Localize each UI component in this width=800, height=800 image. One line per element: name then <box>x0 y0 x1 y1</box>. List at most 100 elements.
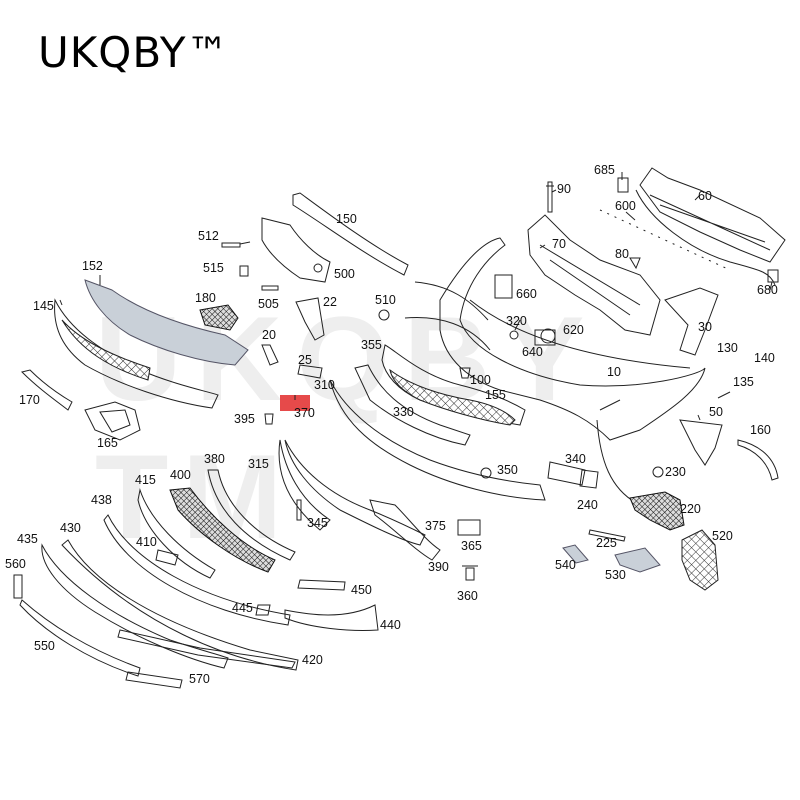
part-685-clip[interactable] <box>617 177 629 193</box>
label-620: 620 <box>563 323 584 337</box>
label-10: 10 <box>607 365 621 379</box>
part-560-clip[interactable] <box>13 574 23 599</box>
part-80-bolt[interactable] <box>629 257 641 270</box>
leader-lines <box>59 172 773 421</box>
part-680-clip[interactable] <box>767 269 779 283</box>
part-340-bracket[interactable] <box>547 461 586 486</box>
part-570-strip[interactable] <box>125 671 183 689</box>
part-240-bracket[interactable] <box>579 469 599 489</box>
part-500-plate-holder[interactable] <box>261 217 331 283</box>
part-230-clip[interactable] <box>652 466 664 478</box>
part-438-strip[interactable] <box>103 514 291 626</box>
label-510: 510 <box>375 293 396 307</box>
part-410-clip[interactable] <box>155 549 179 566</box>
label-310: 310 <box>314 378 335 392</box>
part-180-grille[interactable] <box>199 304 239 331</box>
label-530: 530 <box>605 568 626 582</box>
label-150: 150 <box>336 212 357 226</box>
part-145-mesh[interactable] <box>61 319 151 381</box>
part-345-clip[interactable] <box>296 499 302 521</box>
label-60: 60 <box>698 189 712 203</box>
part-370-highlight[interactable] <box>280 395 310 411</box>
label-135: 135 <box>733 375 754 389</box>
part-530-insert[interactable] <box>614 547 661 573</box>
label-570: 570 <box>189 672 210 686</box>
label-365: 365 <box>461 539 482 553</box>
part-60-absorber[interactable] <box>639 167 786 263</box>
part-22-bracket[interactable] <box>295 297 325 341</box>
label-415: 415 <box>135 473 156 487</box>
part-620-sensor[interactable] <box>540 328 556 344</box>
part-90-screw[interactable] <box>546 181 554 213</box>
label-230: 230 <box>665 465 686 479</box>
part-30-bracket[interactable] <box>664 287 719 356</box>
label-500: 500 <box>334 267 355 281</box>
label-170: 170 <box>19 393 40 407</box>
part-310-lower-grille[interactable] <box>354 364 471 446</box>
part-330-lower-frame[interactable] <box>329 379 546 501</box>
part-512-screw[interactable] <box>221 242 241 248</box>
part-515-clip[interactable] <box>239 265 249 277</box>
label-600: 600 <box>615 199 636 213</box>
label-360: 360 <box>457 589 478 603</box>
part-50-side-bracket[interactable] <box>679 419 723 466</box>
part-380-frame[interactable] <box>207 469 296 561</box>
part-25-clip[interactable] <box>297 364 323 379</box>
part-170-strip[interactable] <box>21 369 73 411</box>
label-520: 520 <box>712 529 733 543</box>
label-660: 660 <box>516 287 537 301</box>
label-315: 315 <box>248 457 269 471</box>
part-440-lower-trim[interactable] <box>284 604 379 631</box>
part-152-spoiler[interactable] <box>84 279 249 366</box>
part-10-bumper-cover[interactable] <box>439 237 706 441</box>
part-320-sensor[interactable] <box>509 330 519 340</box>
part-510-clip[interactable] <box>378 309 390 321</box>
label-395: 395 <box>234 412 255 426</box>
part-445-clip[interactable] <box>255 604 271 616</box>
part-640-sensor-holder[interactable] <box>534 329 556 346</box>
part-70-carrier[interactable] <box>527 214 661 336</box>
part-395-clip[interactable] <box>264 413 274 425</box>
part-520-fog-cover[interactable] <box>681 529 719 591</box>
part-660-module[interactable] <box>494 274 513 299</box>
part-430-strip[interactable] <box>61 539 299 671</box>
part-165-fog-frame[interactable] <box>84 401 141 441</box>
label-450: 450 <box>351 583 372 597</box>
part-20-clip[interactable] <box>261 344 279 366</box>
label-550: 550 <box>34 639 55 653</box>
part-100-clip[interactable] <box>459 367 471 379</box>
watermark: UKQBY TM <box>95 292 597 564</box>
part-415-bracket[interactable] <box>137 488 216 579</box>
part-400-grille[interactable] <box>169 487 276 573</box>
part-350-clip[interactable] <box>480 467 492 479</box>
part-435-lower-valance[interactable] <box>41 543 229 669</box>
part-390-lip[interactable] <box>369 499 441 561</box>
part-365-clip[interactable] <box>457 519 481 536</box>
part-420-strip[interactable] <box>117 629 296 669</box>
part-360-bolt[interactable] <box>462 565 478 581</box>
part-505-screw[interactable] <box>261 285 279 291</box>
label-140: 140 <box>754 351 775 365</box>
label-22: 22 <box>323 295 337 309</box>
part-315-frame[interactable] <box>278 439 331 531</box>
label-375: 375 <box>425 519 446 533</box>
label-438: 438 <box>91 493 112 507</box>
part-600-cable[interactable] <box>635 189 776 286</box>
label-640: 640 <box>522 345 543 359</box>
label-515: 515 <box>203 261 224 275</box>
part-450-strip[interactable] <box>297 579 346 591</box>
part-375-lower-lip[interactable] <box>284 439 426 546</box>
label-30: 30 <box>698 320 712 334</box>
label-70: 70 <box>552 237 566 251</box>
part-150-strip[interactable] <box>292 192 409 276</box>
part-160-strip[interactable] <box>737 439 779 481</box>
label-180: 180 <box>195 291 216 305</box>
label-100: 100 <box>470 373 491 387</box>
label-445: 445 <box>232 601 253 615</box>
part-540-strip[interactable] <box>562 544 589 564</box>
part-220-fog-grille[interactable] <box>629 491 685 531</box>
part-155-grille-mesh[interactable] <box>389 368 516 426</box>
part-225-strip[interactable] <box>588 529 626 542</box>
part-550-strip[interactable] <box>19 599 141 677</box>
